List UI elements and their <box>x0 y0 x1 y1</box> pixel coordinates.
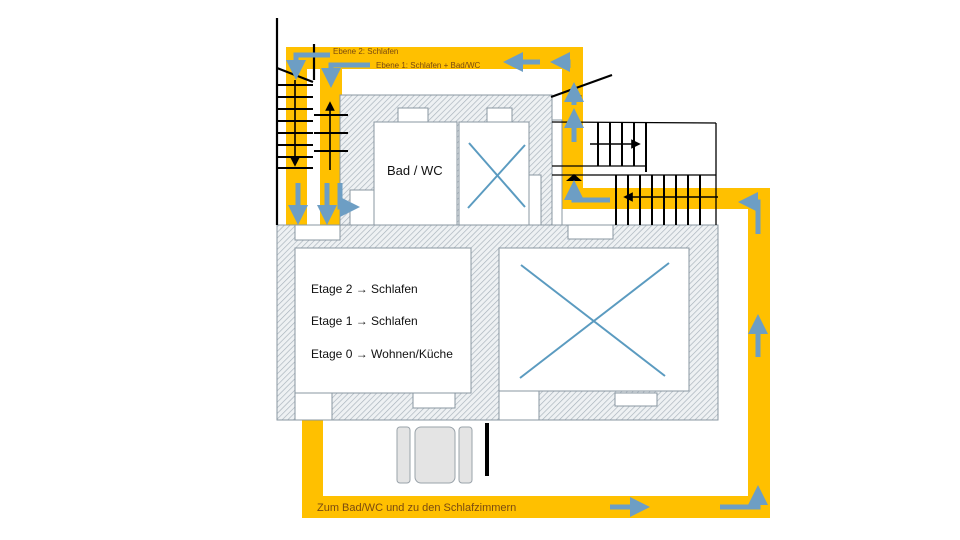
route-label-level1: Ebene 1: Schlafen + Bad/WC <box>376 61 481 70</box>
floor-label-2: Etage 2 → Schlafen <box>311 282 418 296</box>
bath-room-label: Bad / WC <box>387 163 443 178</box>
floor-label-0: Etage 0 → Wohnen/Küche <box>311 347 453 361</box>
entrance-mats <box>396 426 473 484</box>
void-cross-marks <box>467 142 670 379</box>
floor-label-1: Etage 1 → Schlafen <box>311 314 418 328</box>
stairs <box>275 18 718 476</box>
route-label-level2: Ebene 2: Schlafen <box>333 47 398 56</box>
building <box>276 94 719 421</box>
route-arrows <box>286 52 768 517</box>
route-label-bottom: Zum Bad/WC und zu den Schlafzimmern <box>317 502 516 514</box>
